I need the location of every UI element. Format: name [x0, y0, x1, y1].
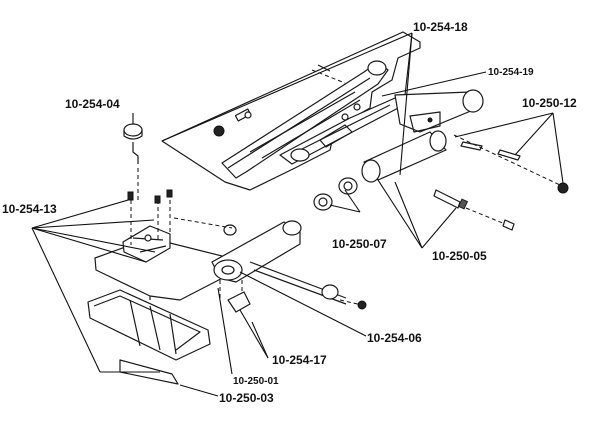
label-10-254-19: 10-254-19 [488, 67, 534, 78]
label-10-254-06: 10-254-06 [367, 331, 422, 345]
label-10-254-13: 10-254-13 [2, 202, 57, 216]
upper-frame-assembly [161, 31, 484, 191]
label-10-250-05: 10-250-05 [432, 249, 487, 263]
leader-lines [31, 32, 564, 397]
label-10-250-07: 10-250-07 [332, 237, 387, 251]
label-10-254-04: 10-254-04 [65, 97, 120, 111]
part-labels: 10-254-18 10-254-19 10-250-12 10-254-04 … [2, 20, 577, 405]
lower-base-assembly [87, 189, 367, 385]
label-10-254-18: 10-254-18 [413, 20, 468, 34]
label-10-250-03: 10-250-03 [219, 391, 274, 405]
knob-part [123, 123, 143, 200]
label-10-250-12: 10-250-12 [522, 96, 577, 110]
label-10-250-01: 10-250-01 [233, 376, 279, 387]
sleeves-and-pins [313, 130, 569, 231]
label-10-254-17: 10-254-17 [272, 353, 327, 367]
